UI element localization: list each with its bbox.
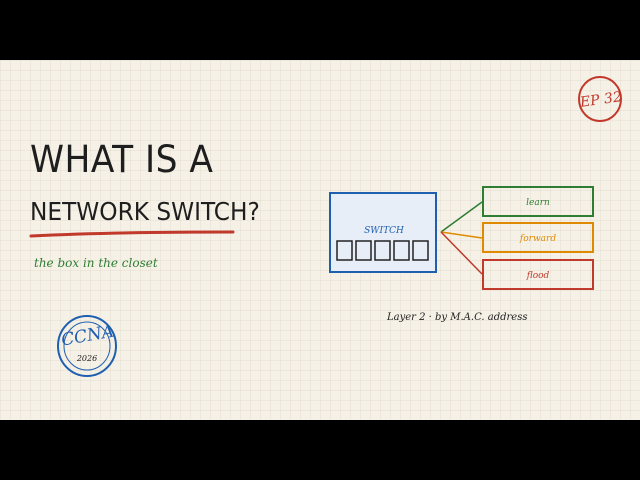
switch-label: SWITCH	[364, 226, 404, 236]
action-box-forward-frame	[482, 222, 594, 253]
action-label-flood: flood	[526, 271, 550, 281]
switch-ports	[336, 240, 429, 261]
switch-port-2	[355, 240, 372, 261]
ccna-stamp-inner-ring	[63, 321, 111, 371]
letterbox-bottom	[0, 420, 640, 480]
letterbox-top	[0, 0, 640, 60]
switch-port-3	[374, 240, 391, 261]
ccna-stamp: CCNA 2026	[57, 315, 117, 377]
switch-port-1	[336, 240, 353, 261]
action-label-learn: learn	[526, 198, 550, 208]
action-box-flood-frame	[482, 259, 594, 290]
slide-drawing-layer: EP 32 CCNA 2026 SWITCH	[29, 76, 623, 377]
action-box-learn-frame	[482, 186, 594, 217]
connector-flood	[440, 231, 483, 275]
page-subtitle: the box in the closet	[34, 256, 158, 270]
action-label-forward: forward	[519, 234, 556, 244]
action-box-forward: forward	[482, 222, 594, 253]
switch-port-5	[412, 240, 429, 261]
slide-canvas: EP 32 CCNA 2026 SWITCH	[0, 60, 640, 420]
ccna-stamp-outer-ring	[57, 315, 117, 377]
action-box-learn: learn	[482, 186, 594, 217]
connector-forward	[440, 231, 483, 239]
connector-learn	[440, 201, 483, 233]
episode-badge: EP 32	[578, 76, 623, 122]
action-box-flood: flood	[482, 259, 594, 290]
page-title-line-2: NETWORK SWITCH?	[30, 197, 260, 226]
episode-badge-label: EP 32	[578, 89, 623, 111]
switch-device: SWITCH	[329, 192, 437, 273]
title-underline	[29, 230, 235, 238]
ccna-stamp-label: CCNA	[60, 322, 116, 351]
switch-port-4	[393, 240, 410, 261]
ccna-stamp-year: 2026	[76, 354, 97, 363]
page-title-line-1: WHAT IS A	[30, 138, 214, 181]
diagram-caption: Layer 2 · by M.A.C. address	[387, 312, 528, 323]
episode-badge-circle	[578, 76, 622, 122]
switch-box	[329, 192, 437, 273]
